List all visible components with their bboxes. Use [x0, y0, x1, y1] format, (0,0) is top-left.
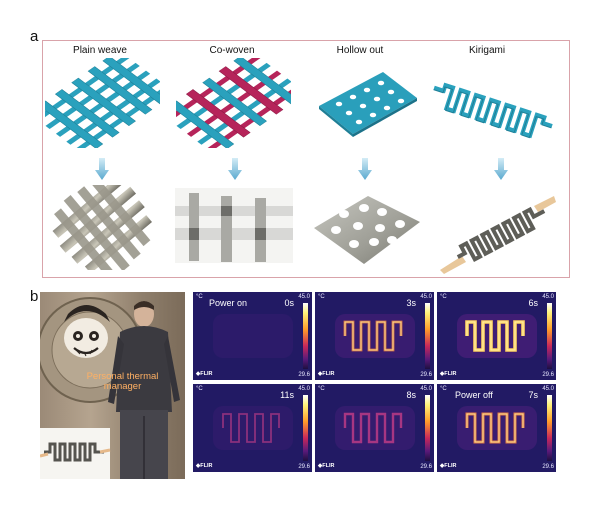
- scale-min-label: 29.6: [542, 372, 554, 378]
- unit-label: °C: [318, 294, 325, 300]
- unit-label: °C: [440, 386, 447, 392]
- color-scale-bar: [425, 395, 430, 461]
- heat-pattern: [335, 314, 415, 358]
- scale-min-label: 29.6: [420, 464, 432, 470]
- flir-logo: ◆FLIR: [196, 371, 213, 377]
- unit-label: °C: [440, 294, 447, 300]
- down-arrow-icon: [95, 158, 109, 180]
- elapsed-time-label: 0s: [284, 298, 294, 308]
- power-state-label: Power on: [209, 298, 248, 308]
- panel-a-letter: a: [30, 28, 39, 45]
- hollow-out-schematic: [319, 72, 417, 137]
- thermal-image-tile: °C 45.0 29.6 ◆FLIR 7s Power off: [437, 384, 556, 472]
- scale-min-label: 29.6: [542, 464, 554, 470]
- color-scale-bar: [303, 395, 308, 461]
- panel-a-frame: [42, 40, 570, 278]
- wall-seal-image: [40, 297, 180, 479]
- co-woven-schematic: [176, 58, 291, 148]
- col-title-hollow-out: Hollow out: [336, 45, 384, 56]
- heat-pattern: [457, 406, 537, 450]
- elapsed-time-label: 7s: [528, 390, 538, 400]
- scale-min-label: 29.6: [298, 372, 310, 378]
- hollow-out-photo: [308, 190, 423, 268]
- unit-label: °C: [196, 294, 203, 300]
- plain-weave-photo: [52, 185, 157, 270]
- scale-max-label: 45.0: [542, 386, 554, 392]
- scale-min-label: 29.6: [420, 372, 432, 378]
- wearer-photo: Personal thermal manager: [40, 292, 185, 479]
- color-scale-bar: [303, 303, 308, 369]
- elapsed-time-label: 3s: [406, 298, 416, 308]
- thermal-image-tile: °C 45.0 29.6 ◆FLIR 0s Power on: [193, 292, 312, 380]
- elapsed-time-label: 6s: [528, 298, 538, 308]
- co-woven-photo: [175, 188, 293, 263]
- scale-max-label: 45.0: [420, 386, 432, 392]
- heat-pattern: [213, 406, 293, 450]
- col-title-co-woven: Co-woven: [209, 45, 255, 56]
- color-scale-bar: [547, 303, 552, 369]
- color-scale-bar: [547, 395, 552, 461]
- flir-logo: ◆FLIR: [440, 463, 457, 469]
- color-scale-bar: [425, 303, 430, 369]
- flir-logo: ◆FLIR: [196, 463, 213, 469]
- heat-pattern: [213, 314, 293, 358]
- heat-pattern: [457, 314, 537, 358]
- scale-max-label: 45.0: [420, 294, 432, 300]
- personal-thermal-manager-label: Personal thermal manager: [86, 371, 159, 392]
- thermal-image-tile: °C 45.0 29.6 ◆FLIR 3s: [315, 292, 434, 380]
- down-arrow-icon: [228, 158, 242, 180]
- kirigami-photo: [440, 192, 558, 274]
- panel-b-letter: b: [30, 288, 39, 305]
- scale-max-label: 45.0: [298, 386, 310, 392]
- scale-min-label: 29.6: [298, 464, 310, 470]
- down-arrow-icon: [494, 158, 508, 180]
- down-arrow-icon: [358, 158, 372, 180]
- plain-weave-schematic: [45, 58, 160, 148]
- thermal-image-tile: °C 45.0 29.6 ◆FLIR 8s: [315, 384, 434, 472]
- col-title-kirigami: Kirigami: [468, 45, 506, 56]
- unit-label: °C: [196, 386, 203, 392]
- scale-max-label: 45.0: [298, 294, 310, 300]
- scale-max-label: 45.0: [542, 294, 554, 300]
- heat-pattern: [335, 406, 415, 450]
- thermal-image-tile: °C 45.0 29.6 ◆FLIR 6s: [437, 292, 556, 380]
- power-state-label: Power off: [455, 390, 493, 400]
- thermal-image-tile: °C 45.0 29.6 ◆FLIR 11s: [193, 384, 312, 472]
- elapsed-time-label: 8s: [406, 390, 416, 400]
- flir-logo: ◆FLIR: [440, 371, 457, 377]
- kirigami-schematic: [433, 82, 553, 139]
- col-title-plain-weave: Plain weave: [73, 45, 127, 56]
- unit-label: °C: [318, 386, 325, 392]
- flir-logo: ◆FLIR: [318, 371, 335, 377]
- elapsed-time-label: 11s: [280, 390, 294, 400]
- flir-logo: ◆FLIR: [318, 463, 335, 469]
